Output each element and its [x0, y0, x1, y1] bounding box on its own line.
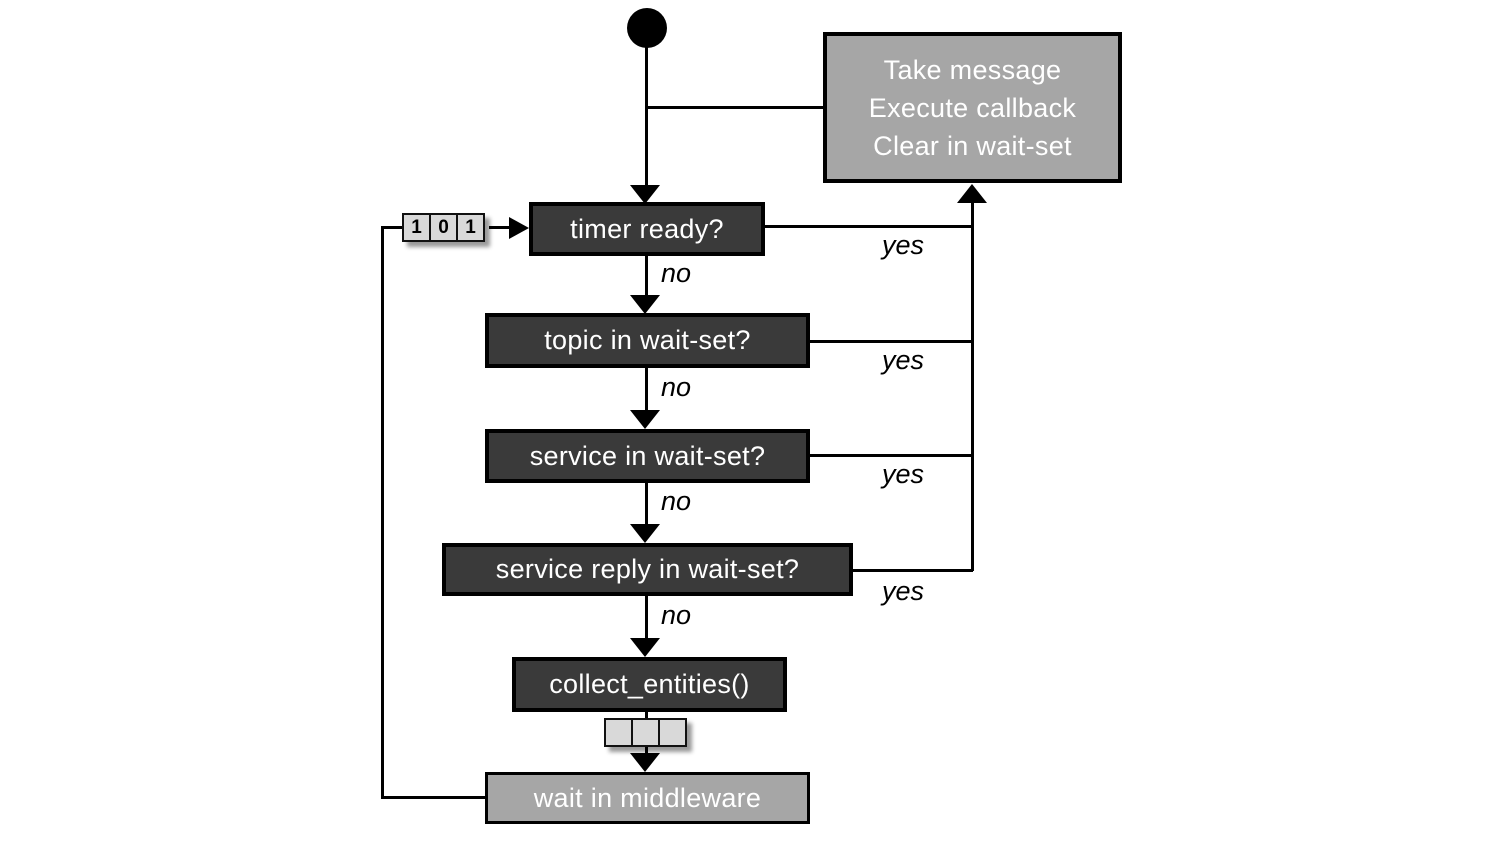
arrowhead-into-service — [630, 410, 660, 429]
timer-ready-box: timer ready? — [529, 202, 765, 256]
service-in-wait-set-label: service in wait-set? — [529, 440, 766, 471]
timer-ready-label: timer ready? — [570, 213, 724, 244]
wait-set-empty-cell-2 — [631, 718, 660, 747]
collect-entities-box: collect_entities() — [512, 657, 787, 712]
yes-label-service: yes — [882, 459, 925, 489]
wait-set-filled-cell-3: 1 — [456, 213, 485, 242]
no-label-service-reply: no — [661, 600, 692, 630]
edge-start-to-timer — [645, 46, 648, 186]
arrowhead-into-timer-ready — [630, 185, 660, 204]
start-node-icon — [627, 8, 667, 48]
arrowhead-into-wait-middleware — [630, 753, 660, 772]
wait-in-middleware-label: wait in middleware — [533, 782, 762, 813]
edge-cells-to-timer — [489, 226, 510, 229]
wait-set-empty-cell-3 — [658, 718, 687, 747]
take-message-box: Take message Execute callback Clear in w… — [823, 32, 1122, 183]
wait-in-middleware-box: wait in middleware — [485, 772, 810, 824]
service-in-wait-set-box: service in wait-set? — [485, 429, 810, 483]
wait-set-empty-cell-1 — [604, 718, 633, 747]
no-edge-topic — [645, 368, 648, 410]
arrowhead-into-timer-left — [509, 217, 529, 239]
loop-edge-bottom — [381, 796, 487, 799]
yes-label-timer: yes — [882, 230, 925, 260]
no-edge-service — [645, 483, 648, 524]
take-message-line-1: Take message — [883, 54, 1062, 85]
no-edge-timer — [645, 256, 648, 297]
no-label-service: no — [661, 486, 692, 516]
yes-edge-service — [810, 454, 973, 457]
yes-rail-vertical — [971, 203, 974, 571]
yes-label-service-reply: yes — [882, 576, 925, 606]
wait-set-filled-cell-2: 0 — [429, 213, 458, 242]
wait-set-filled-cell-1: 1 — [402, 213, 431, 242]
collect-entities-label: collect_entities() — [549, 669, 750, 699]
loop-edge-into-cells — [383, 226, 403, 229]
take-message-text: Take message Execute callback Clear in w… — [869, 51, 1076, 165]
no-label-timer: no — [661, 258, 692, 288]
arrowhead-into-take-message — [957, 184, 987, 203]
service-reply-in-wait-set-box: service reply in wait-set? — [442, 543, 853, 596]
yes-edge-topic — [810, 340, 973, 343]
topic-in-wait-set-box: topic in wait-set? — [485, 313, 810, 368]
topic-in-wait-set-label: topic in wait-set? — [544, 325, 751, 355]
loop-edge-left-rail — [381, 226, 384, 799]
take-message-line-3: Clear in wait-set — [873, 130, 1072, 161]
wait-set-cells-empty — [604, 718, 687, 747]
edge-start-to-take-message — [647, 106, 825, 109]
take-message-line-2: Execute callback — [868, 92, 1077, 123]
wait-set-cells-filled: 1 0 1 — [402, 213, 485, 242]
no-edge-service-reply — [645, 596, 648, 638]
yes-edge-timer — [765, 225, 973, 228]
service-reply-in-wait-set-label: service reply in wait-set? — [495, 554, 800, 584]
arrowhead-into-service-reply — [630, 524, 660, 543]
no-label-topic: no — [661, 372, 692, 402]
arrowhead-into-topic — [630, 295, 660, 314]
yes-label-topic: yes — [882, 345, 925, 375]
yes-edge-service-reply — [853, 569, 973, 572]
arrowhead-into-collect-entities — [630, 638, 660, 657]
